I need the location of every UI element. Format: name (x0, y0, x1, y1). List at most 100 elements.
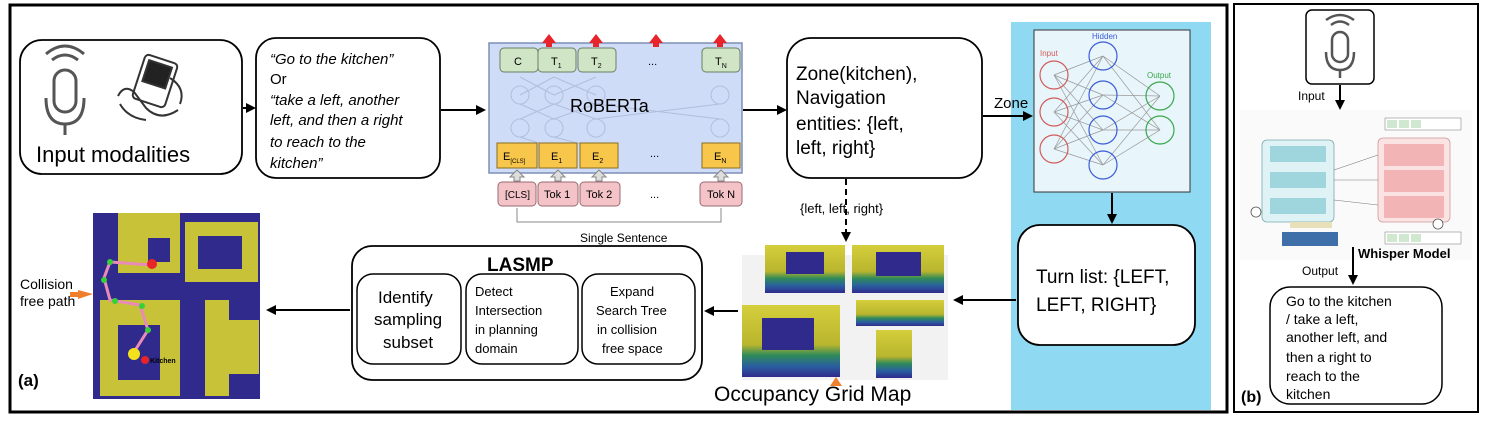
orange-path-arrow-tail (70, 292, 79, 297)
panel-b-input-label: Input (1298, 89, 1325, 103)
command-text-box: “Go to the kitchen” Or “take a left, ano… (255, 37, 441, 179)
whisper-model-label: Whisper Model (1358, 246, 1450, 261)
lasmp-step-3-line-2: Search Tree (596, 303, 667, 318)
panel-b-mic-box (1305, 9, 1375, 85)
zone-arrow-label: Zone (994, 95, 1028, 112)
nn-output-label: Output (1147, 71, 1172, 80)
lasmp-step-2-line-4: domain (475, 341, 518, 356)
output-arrow-1 (542, 34, 556, 47)
sinusoidal-encoding-icon (1250, 206, 1262, 218)
emb-token-ellipsis: ... (650, 148, 659, 160)
map-wall-hole (198, 236, 242, 269)
map-wall-hole (876, 252, 921, 276)
whisper-encoder-block (1270, 146, 1326, 162)
path-waypoint (107, 259, 113, 265)
output-arrow-2 (589, 34, 603, 47)
lasmp-step-1-line-3: subset (383, 333, 433, 352)
map-wall (229, 320, 259, 374)
panel-b-label: (b) (1241, 389, 1261, 406)
nn-input-node (1039, 60, 1069, 90)
panel-b-output-box: Go to the kitchen / take a left, another… (1269, 286, 1443, 405)
command-line-4: left, and then a right (270, 112, 403, 129)
panel-b-output-line-6: kitchen (1286, 386, 1330, 402)
lasmp-step-2-line-3: in planning (475, 322, 538, 337)
orange-path-arrow (78, 290, 93, 299)
top-token-t1-text: T1 (551, 56, 562, 70)
output-arrow-4 (713, 34, 727, 47)
panel-b-output-line-3: another left, and (1286, 329, 1387, 345)
learned-encoding-icon (1432, 218, 1444, 230)
lasmp-step-2-line-2: Intersection (475, 303, 542, 318)
input-token-2 (579, 181, 621, 207)
map-wall (205, 300, 229, 396)
output-arrows (542, 34, 727, 47)
emb-token-2 (579, 142, 619, 169)
lasmp-step-1 (356, 273, 462, 365)
path-waypoint (145, 327, 151, 333)
collision-free-label-1: Collision (20, 276, 73, 292)
whisper-encoder-block (1270, 172, 1326, 188)
zone-line-2: Navigation (796, 88, 886, 109)
map-pointer-arrow (830, 377, 842, 386)
path-waypoint (101, 277, 107, 283)
whisper-decoder-block (1384, 144, 1444, 166)
whisper-decoder-block (1384, 196, 1444, 218)
single-sentence-label: Single Sentence (580, 231, 668, 245)
nn-hidden-node (1088, 41, 1118, 71)
emb-token-1-text: E1 (551, 151, 562, 165)
kitchen-goal-marker (128, 348, 140, 360)
roberta-diagram: RoBERTa C T1 T2 ... TN E[CLS] E (488, 34, 743, 245)
token-up-arrows (508, 169, 730, 182)
panel-b-output-line-5: reach to the (1286, 368, 1360, 384)
neural-network-diagram: Input Hidden Output (1033, 29, 1191, 193)
microphone-icon (1324, 13, 1356, 78)
command-line-1: “Go to the kitchen” (270, 51, 394, 68)
panel-a-frame (8, 3, 1229, 414)
input-token-cls (497, 181, 537, 207)
input-token-cls-text: [CLS] (505, 190, 530, 201)
top-token-c-text: C (514, 56, 522, 68)
entities-label: {left, left, right} (800, 201, 884, 216)
input-token-n (699, 181, 743, 207)
zone-line-3: entities: {left, (796, 114, 904, 135)
top-token-t2-text: T2 (591, 56, 602, 70)
top-token-row: C T1 T2 ... TN (499, 47, 741, 73)
nn-input-node (1039, 134, 1069, 164)
emb-token-cls (496, 142, 538, 169)
input-token-ellipsis: ... (650, 189, 659, 201)
emb-token-n-text: EN (714, 151, 726, 165)
collision-free-path-map: Kitchen (70, 213, 260, 399)
map-wall-hole (786, 252, 824, 274)
log-mel-spectrogram (1282, 232, 1338, 246)
microphone-icon (44, 44, 86, 135)
lasmp-box: LASMP Identify sampling subset Detect In… (351, 245, 703, 381)
panel-b-output-line-4: then a right to (1286, 349, 1372, 365)
nn-input-label: Input (1040, 49, 1059, 58)
panel-b-output-line-2: / take a left, (1286, 311, 1358, 327)
lasmp-step-3-line-3: in collision (597, 322, 657, 337)
top-token-t2 (577, 47, 617, 73)
map-wall (876, 330, 912, 378)
kitchen-label: Kitchen (150, 358, 176, 365)
embedding-token-row: E[CLS] E1 E2 ... EN (496, 142, 741, 169)
lasmp-step-1-line-2: sampling (374, 310, 442, 329)
emb-token-1 (538, 142, 578, 169)
collision-free-label-2: free path (20, 293, 75, 309)
command-line-5: to reach to the (270, 134, 366, 151)
command-line-6: kitchen” (270, 155, 324, 172)
nn-output-node (1145, 81, 1175, 111)
lasmp-title: LASMP (487, 255, 554, 276)
panel-a-label: (a) (18, 371, 39, 390)
input-modalities-label: Input modalities (36, 142, 190, 167)
input-token-n-text: Tok N (707, 189, 735, 201)
top-token-tn (701, 47, 741, 73)
lasmp-step-2 (465, 273, 579, 365)
whisper-architecture-diagram (1240, 110, 1472, 260)
lasmp-step-3-line-1: Expand (610, 284, 654, 299)
nn-input-node (1039, 97, 1069, 127)
map-wall-hole (148, 238, 170, 262)
whisper-decoder-block (1384, 170, 1444, 192)
top-token-ellipsis: ... (648, 56, 657, 68)
single-sentence-bracket (516, 208, 722, 223)
